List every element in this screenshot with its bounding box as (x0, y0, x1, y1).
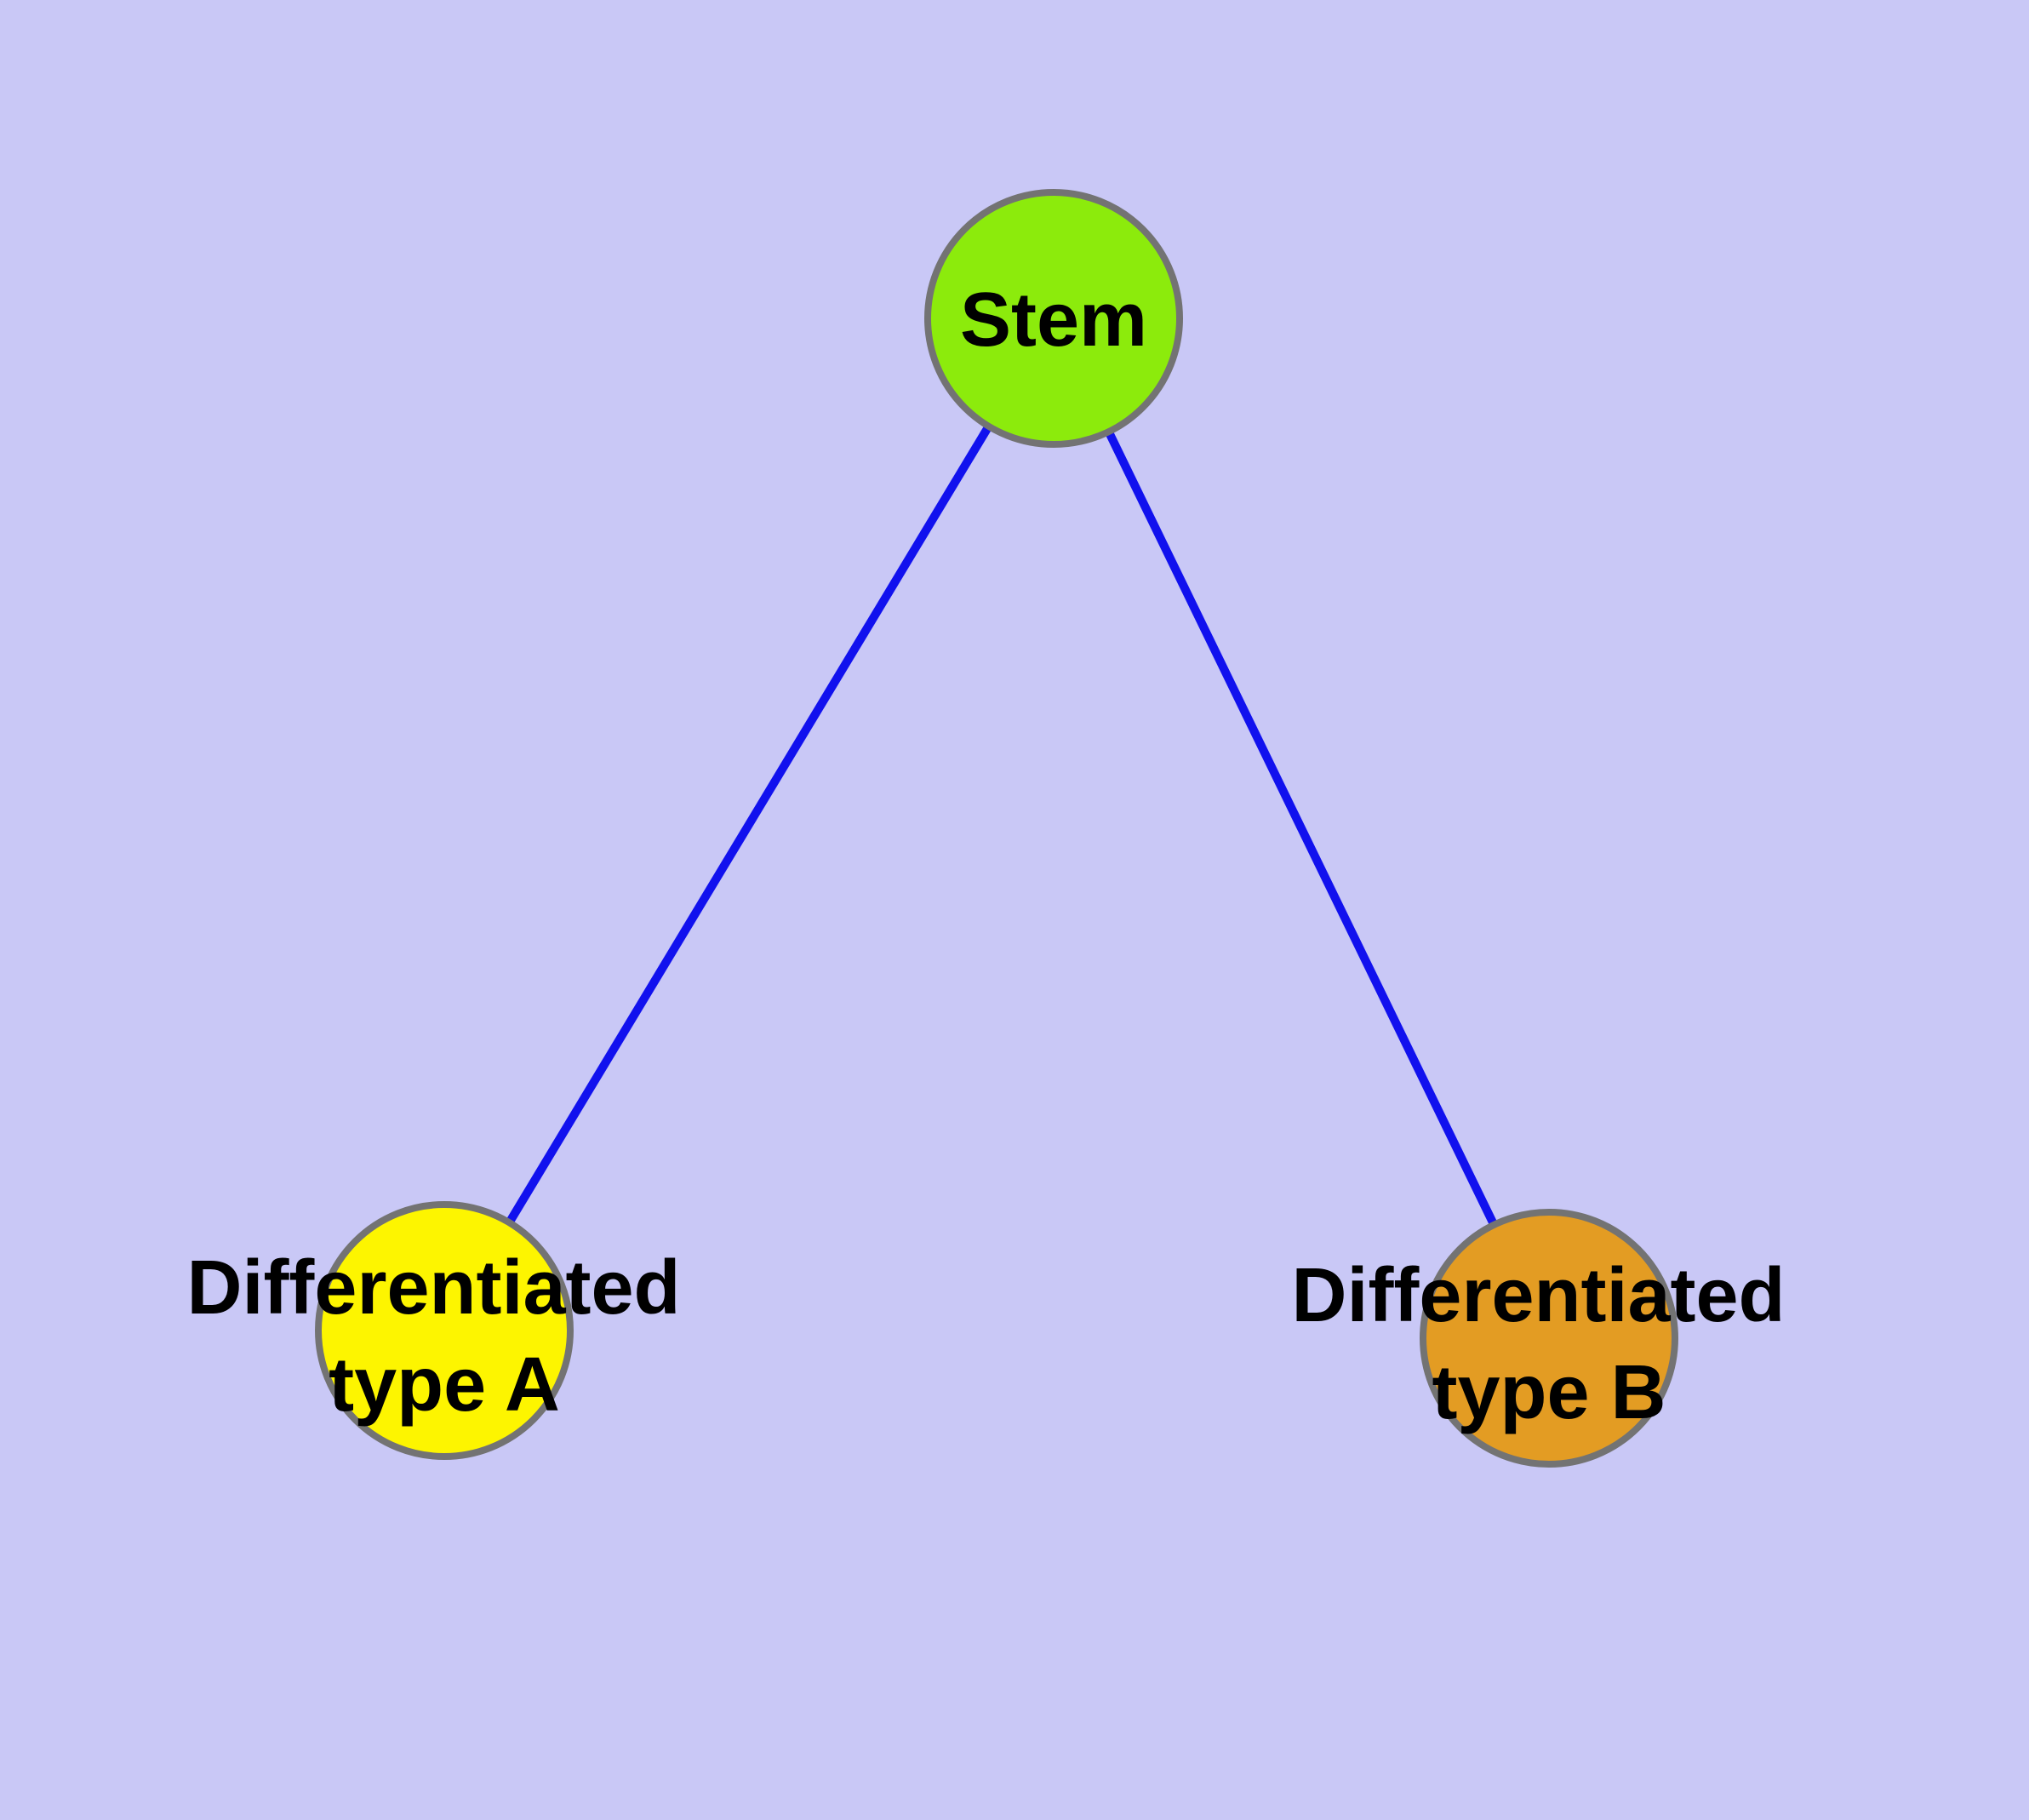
node-type-a-label: Differentiated type A (186, 1245, 701, 1428)
node-differentiated-type-b[interactable]: Differentiated type B (1291, 1209, 1806, 1468)
node-type-b-label-line-1: Differentiated (1291, 1253, 1785, 1338)
edge-stem-to-type-b[interactable] (1049, 316, 1553, 1341)
node-stem-label: Stem (960, 278, 1147, 363)
node-type-a-circle[interactable] (315, 1201, 574, 1460)
node-type-b-circle[interactable] (1420, 1209, 1678, 1468)
edge-stem-to-type-a[interactable] (440, 316, 1058, 1333)
node-type-b-label-line-2: type B (1432, 1350, 1666, 1435)
node-type-a-label-line-2: type A (329, 1342, 560, 1428)
node-stem[interactable]: Stem (924, 189, 1183, 448)
node-differentiated-type-a[interactable]: Differentiated type A (186, 1201, 701, 1460)
node-type-b-label: Differentiated type B (1291, 1253, 1806, 1435)
node-stem-circle[interactable] (924, 189, 1183, 448)
node-type-a-label-line-1: Differentiated (186, 1245, 680, 1331)
